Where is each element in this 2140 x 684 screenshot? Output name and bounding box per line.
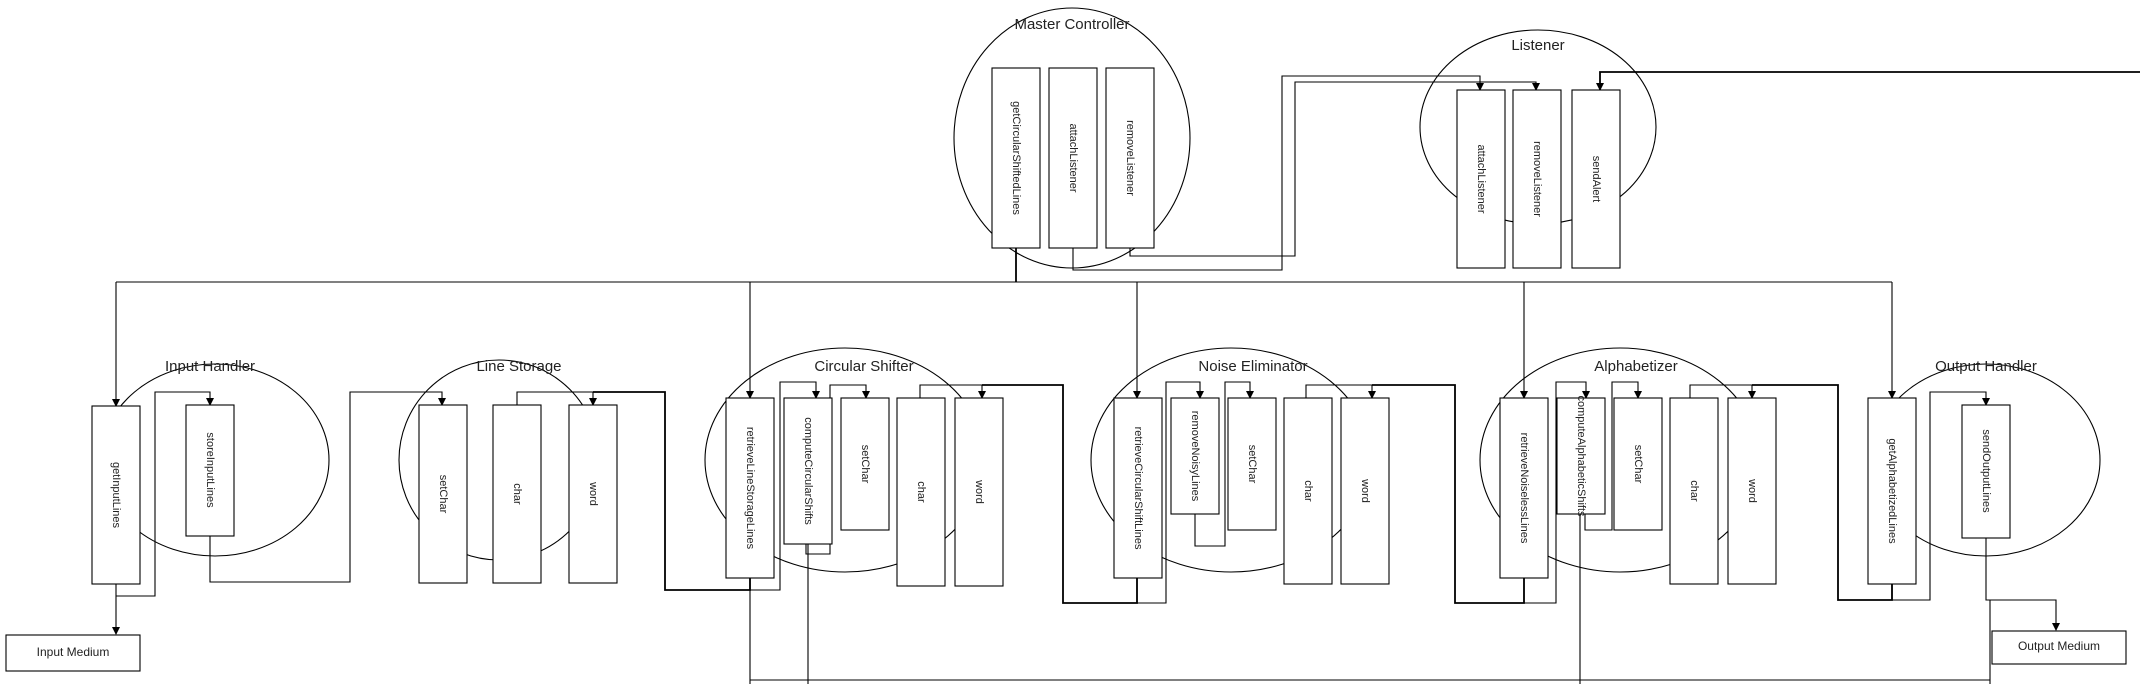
fn-shifter-char: char <box>896 397 946 587</box>
svg-text:setChar: setChar <box>437 475 449 514</box>
module-label-input-handler: Input Handler <box>165 358 255 375</box>
module-label-master-controller: Master Controller <box>1014 16 1129 33</box>
svg-text:char: char <box>511 483 523 505</box>
svg-text:removeListener: removeListener <box>1124 120 1136 196</box>
svg-text:computeAlphabeticShifts: computeAlphabeticShifts <box>1575 395 1587 517</box>
svg-text:computeCircularShifts: computeCircularShifts <box>802 417 814 525</box>
svg-text:word: word <box>587 481 599 506</box>
svg-text:removeListener: removeListener <box>1531 141 1543 217</box>
svg-text:setChar: setChar <box>1632 445 1644 484</box>
module-label-circular-shifter: Circular Shifter <box>814 358 913 375</box>
fn-noise-word: word <box>1340 397 1390 585</box>
svg-text:retrieveCircularShiftLines: retrieveCircularShiftLines <box>1132 427 1144 550</box>
fn-input-storeInputLines: storeInputLines <box>185 404 235 537</box>
fn-storage-setChar: setChar <box>418 404 468 584</box>
fn-input-getInputLines: getInputLines <box>91 405 141 585</box>
svg-text:char: char <box>915 481 927 503</box>
fn-alpha-retrieveNoiselessLines: retrieveNoiselessLines <box>1499 397 1549 579</box>
fn-listener-sendAlert: sendAlert <box>1571 89 1621 269</box>
fn-shifter-retrieveLineStorageLines: retrieveLineStorageLines <box>725 397 775 579</box>
svg-text:getInputLines: getInputLines <box>110 462 122 529</box>
fn-alpha-word: word <box>1727 397 1777 585</box>
module-label-output-handler: Output Handler <box>1935 358 2037 375</box>
svg-text:retrieveNoiselessLines: retrieveNoiselessLines <box>1518 433 1530 544</box>
fn-listener-removeListener: removeListener <box>1512 89 1562 269</box>
fn-storage-word: word <box>568 404 618 584</box>
module-label-listener: Listener <box>1511 37 1564 54</box>
svg-text:char: char <box>1688 480 1700 502</box>
fn-shifter-computeCircularShifts: computeCircularShifts <box>783 397 833 545</box>
module-label-noise-eliminator: Noise Eliminator <box>1198 358 1307 375</box>
svg-text:attachListener: attachListener <box>1475 144 1487 213</box>
fn-output-getAlphabetizedLines: getAlphabetizedLines <box>1867 397 1917 585</box>
svg-text:getCircularShiftedLines: getCircularShiftedLines <box>1010 101 1022 215</box>
module-label-line-storage: Line Storage <box>476 358 561 375</box>
svg-text:setChar: setChar <box>859 445 871 484</box>
svg-text:word: word <box>973 479 985 504</box>
connectors <box>112 71 2140 684</box>
fn-shifter-word: word <box>954 397 1004 587</box>
fn-noise-removeNoisyLines: removeNoisyLines <box>1170 397 1220 515</box>
fn-alpha-computeAlphabeticShifts: computeAlphabeticShifts <box>1556 395 1606 517</box>
svg-text:setChar: setChar <box>1246 445 1258 484</box>
fn-alpha-char: char <box>1669 397 1719 585</box>
fn-master-removeListener: removeListener <box>1105 67 1155 249</box>
fn-alpha-setChar: setChar <box>1613 397 1663 531</box>
svg-text:sendOutputLines: sendOutputLines <box>1980 429 1992 513</box>
svg-text:char: char <box>1302 480 1314 502</box>
svg-text:storeInputLines: storeInputLines <box>204 432 216 508</box>
svg-text:getAlphabetizedLines: getAlphabetizedLines <box>1886 438 1898 544</box>
output-medium-box: Output Medium <box>1991 630 2127 665</box>
output-medium-label: Output Medium <box>2018 639 2100 653</box>
fn-master-getCircularShiftedLines: getCircularShiftedLines <box>991 67 1041 249</box>
fn-shifter-setChar: setChar <box>840 397 890 531</box>
svg-text:removeNoisyLines: removeNoisyLines <box>1189 411 1201 502</box>
svg-text:retrieveLineStorageLines: retrieveLineStorageLines <box>744 427 756 550</box>
svg-text:attachListener: attachListener <box>1067 123 1079 192</box>
fn-master-attachListener: attachListener <box>1048 67 1098 249</box>
fn-output-sendOutputLines: sendOutputLines <box>1961 404 2011 539</box>
fn-listener-attachListener: attachListener <box>1456 89 1506 269</box>
input-medium-box: Input Medium <box>5 634 141 672</box>
module-label-alphabetizer: Alphabetizer <box>1594 358 1677 375</box>
fn-noise-char: char <box>1283 397 1333 585</box>
fn-noise-setChar: setChar <box>1227 397 1277 531</box>
input-medium-label: Input Medium <box>37 645 110 659</box>
svg-text:word: word <box>1746 478 1758 503</box>
svg-text:word: word <box>1359 478 1371 503</box>
svg-text:sendAlert: sendAlert <box>1590 156 1602 202</box>
fn-storage-char: char <box>492 404 542 584</box>
fn-noise-retrieveCircularShiftLines: retrieveCircularShiftLines <box>1113 397 1163 579</box>
module-master-controller: Master Controller <box>953 7 1191 269</box>
